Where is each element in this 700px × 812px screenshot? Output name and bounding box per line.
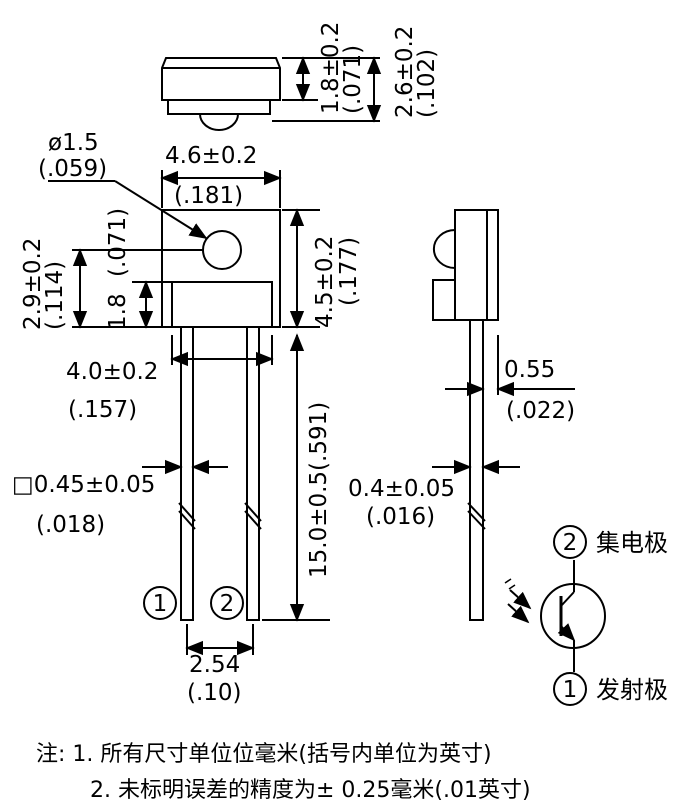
schem-pin2-num: 2	[563, 530, 578, 556]
side-lead	[469, 319, 484, 621]
dim-base-height-inch: (.071)	[105, 208, 131, 277]
schem-pin1-marker	[553, 672, 587, 706]
dim-total-height: 2.6±0.2	[392, 26, 418, 118]
side-lens	[432, 229, 456, 269]
dim-side-lead-inch: (.022)	[506, 398, 575, 424]
pin-1-marker	[143, 586, 177, 620]
phototransistor-symbol	[504, 525, 606, 706]
emitter-label: 发射极	[596, 676, 668, 704]
dim-pitch: 2.54	[189, 652, 240, 678]
schem-pin2-marker	[553, 525, 587, 559]
dim-lead-thickness: 0.4±0.05	[348, 476, 455, 502]
top-view-body	[161, 57, 281, 101]
light-arrow-1	[509, 589, 532, 610]
lead-1	[180, 326, 194, 621]
collector-label: 集电极	[596, 529, 668, 557]
dim-body-height-front-inch: (.177)	[336, 237, 362, 306]
dim-lead-length: 15.0±0.5(.591)	[306, 402, 332, 578]
dim-lead-thickness-inch: (.016)	[366, 504, 435, 530]
dim-pitch-inch: (.10)	[187, 680, 242, 706]
dim-lens-dia-inch: (.059)	[38, 156, 107, 182]
dim-lead-span: 4.0±0.2	[66, 359, 158, 385]
dim-side-lead: 0.55	[504, 357, 555, 383]
dim-total-height-inch: (.102)	[414, 49, 440, 118]
pin-2-marker	[210, 586, 244, 620]
dim-lead-width: □0.45±0.05	[12, 472, 155, 498]
dim-lens-height: 2.9±0.2	[20, 238, 46, 330]
side-view-body	[454, 209, 499, 321]
pin-2-label: 2	[220, 591, 235, 617]
top-view	[161, 56, 382, 131]
dim-lens-dia: ø1.5	[48, 130, 99, 156]
pin-1-label: 1	[153, 591, 168, 617]
light-arrow-2	[507, 603, 530, 624]
dim-base-height: 1.8	[105, 293, 131, 330]
lens-circle	[202, 230, 242, 270]
dim-body-height-inch: (.071)	[340, 45, 366, 114]
front-base-block	[171, 281, 273, 328]
dim-lead-width-inch: (.018)	[36, 512, 105, 538]
dim-body-height-front: 4.5±0.2	[312, 236, 338, 328]
front-view	[48, 170, 330, 656]
side-view	[432, 209, 575, 621]
dim-lens-height-inch: (.114)	[42, 261, 68, 330]
dim-body-height: 1.8±0.2	[318, 22, 344, 114]
note-line-2: 2. 未标明误差的精度为± 0.25毫米(.01英寸)	[90, 778, 531, 803]
dim-width: 4.6±0.2	[165, 143, 257, 169]
note-line-1: 注: 1. 所有尺寸单位位毫米(括号内单位为英寸)	[36, 742, 492, 767]
lead-2	[246, 326, 260, 621]
schem-pin1-num: 1	[563, 677, 578, 703]
dim-lead-span-inch: (.157)	[68, 397, 137, 423]
dim-width-inch: (.181)	[174, 183, 243, 209]
